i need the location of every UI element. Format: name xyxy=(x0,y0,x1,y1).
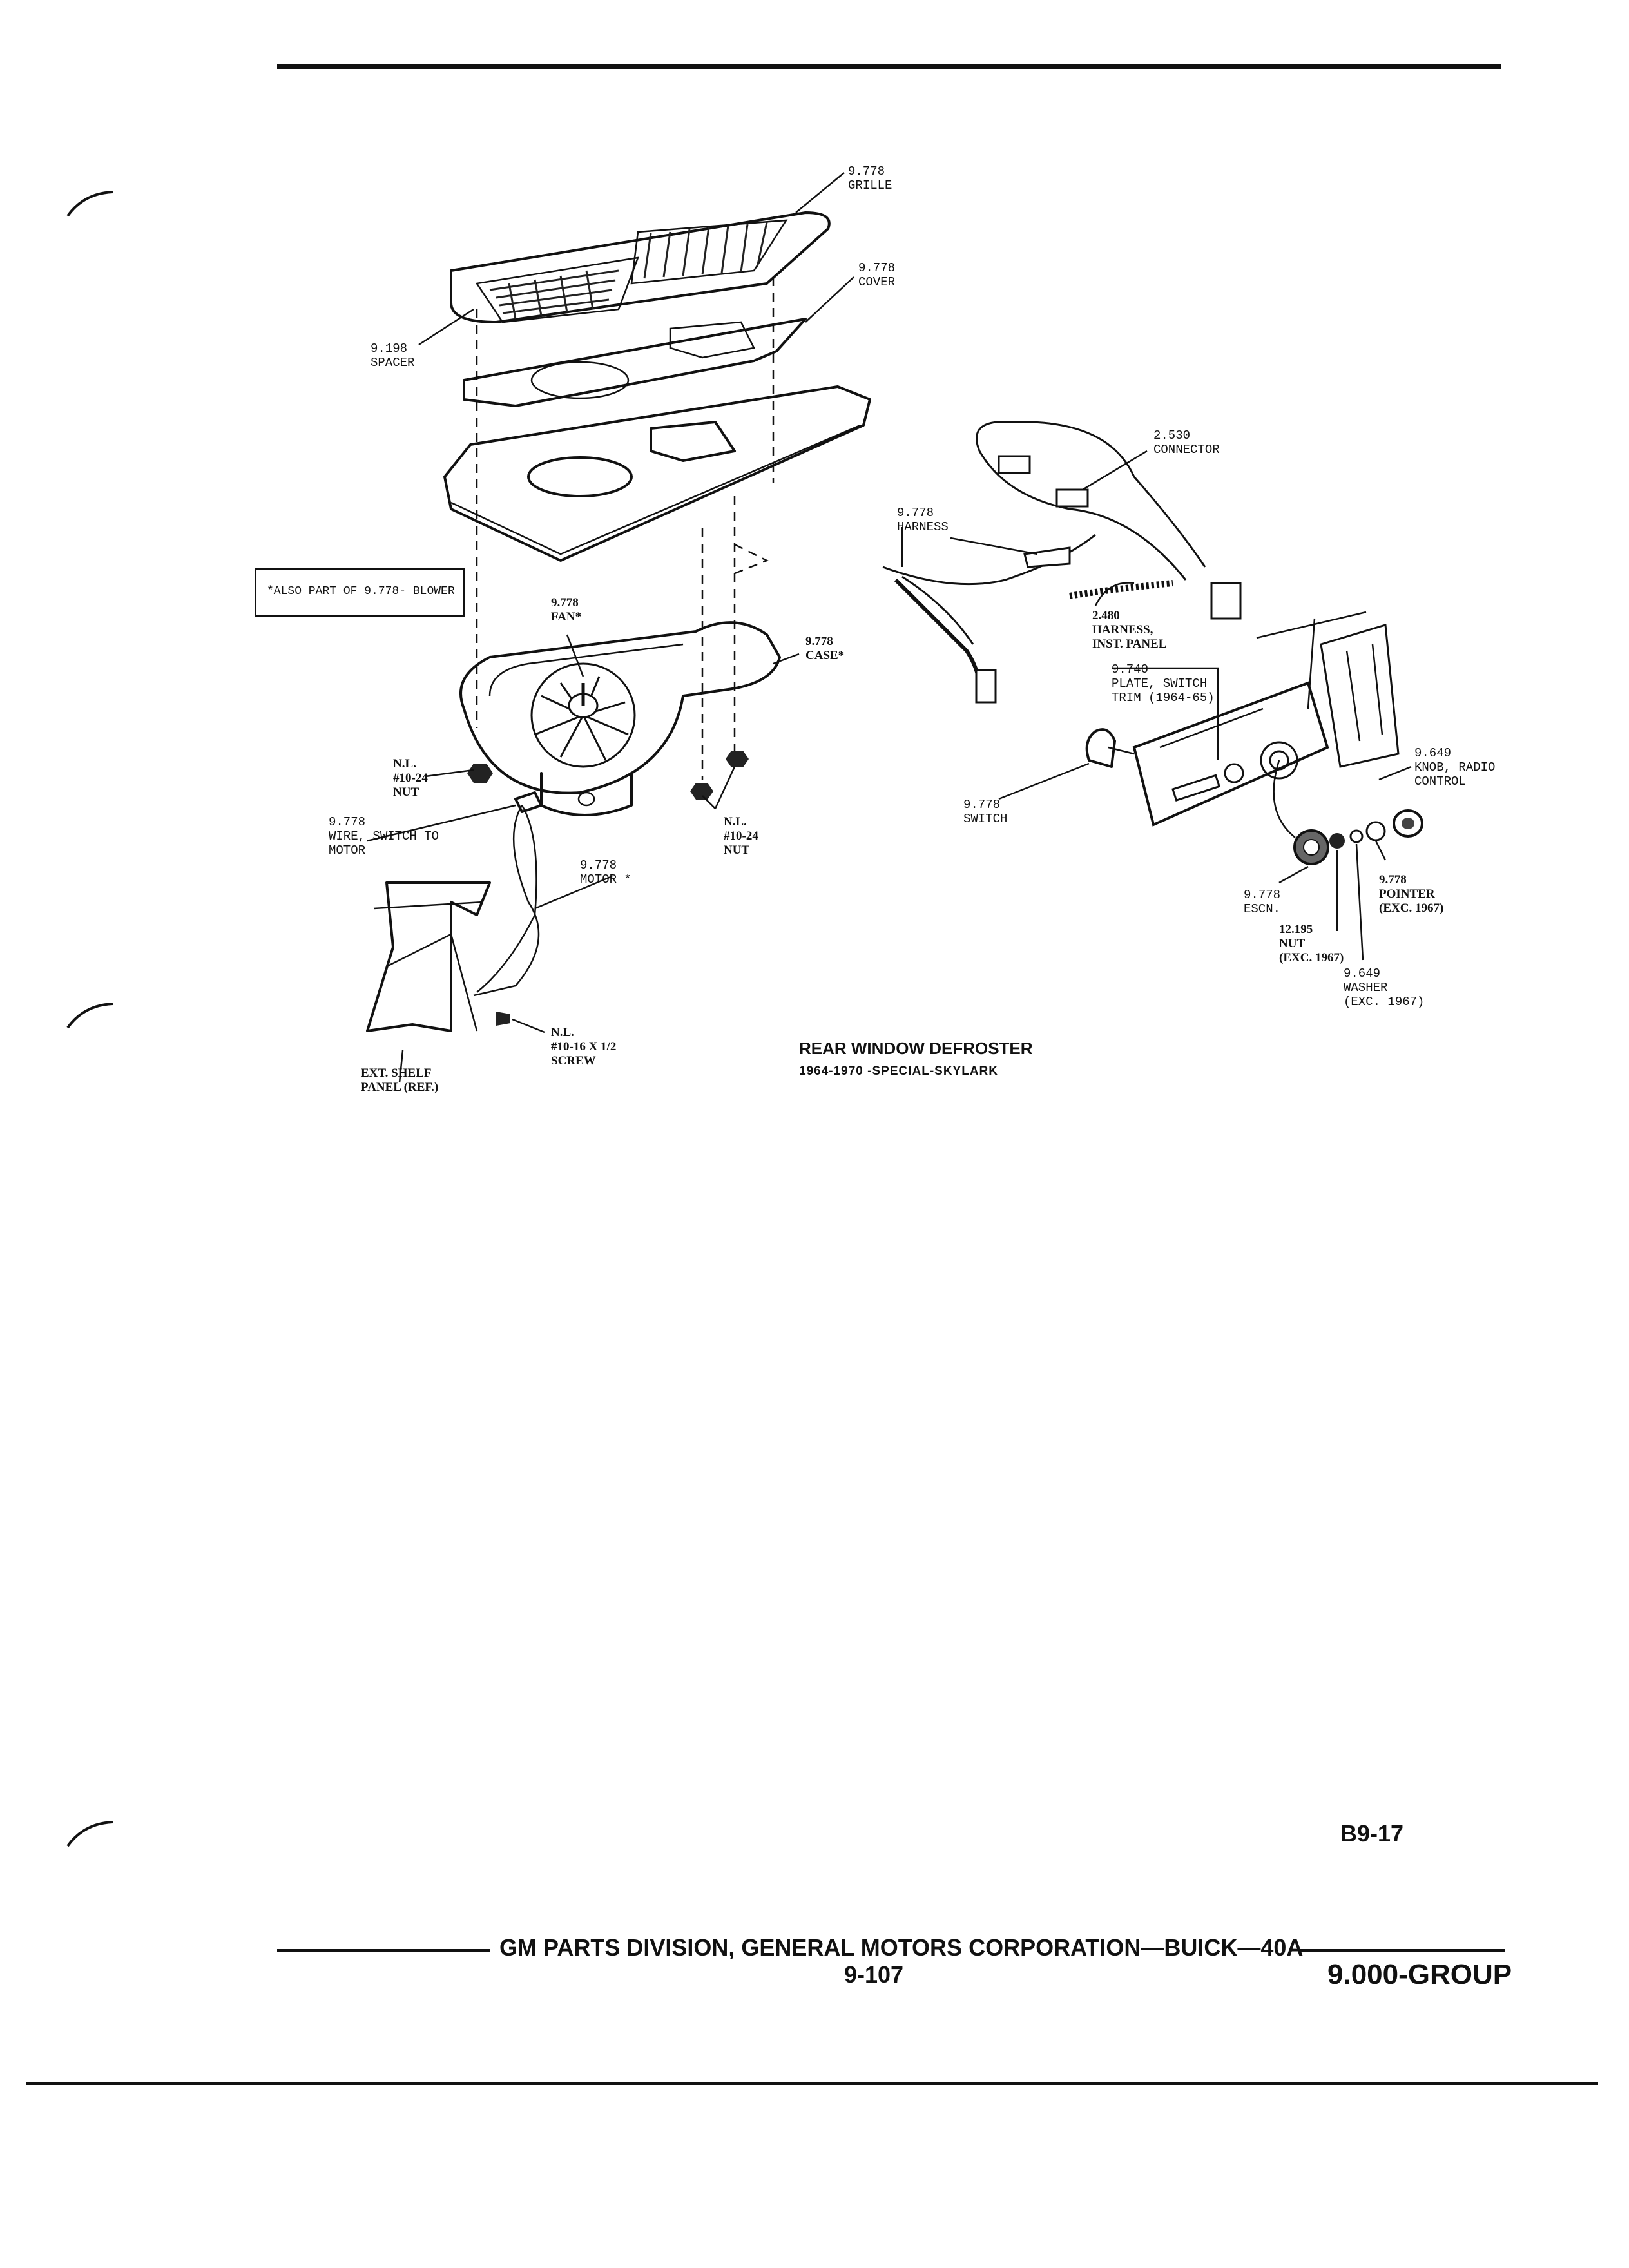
header-rule xyxy=(277,64,1501,69)
diagram-title: REAR WINDOW DEFROSTER xyxy=(799,1039,1033,1058)
switch-label: 9.778 SWITCH xyxy=(963,798,1008,826)
cover-label: 9.778 COVER xyxy=(858,261,896,289)
case-part xyxy=(459,621,781,794)
ext-shelf-panel-part xyxy=(366,881,491,1032)
diagram-subtitle: 1964-1970 -SPECIAL-SKYLARK xyxy=(799,1064,998,1078)
harness-label: 9.778 HARNESS xyxy=(897,506,949,534)
fan-label: 9.778 FAN* xyxy=(551,596,582,624)
binder-mark-icon xyxy=(66,1821,113,1847)
bottom-rule xyxy=(26,2082,1598,2085)
spacer-part xyxy=(443,385,871,562)
switch-plate-label: 9.740 PLATE, SWITCH TRIM (1964-65) xyxy=(1112,662,1215,705)
harness-part xyxy=(882,421,1242,704)
footer-rule-right xyxy=(1298,1949,1505,1952)
motor-label: 9.778 MOTOR * xyxy=(580,858,631,887)
cover-part xyxy=(463,318,807,407)
screw-label: N.L. #10-16 x 1/2 SCREW xyxy=(551,1026,617,1068)
connector-label: 2.530 CONNECTOR xyxy=(1153,428,1220,457)
spacer-label: 9.198 SPACER xyxy=(371,341,415,370)
switch-plate-part xyxy=(1132,611,1400,827)
knob-radio-control-label: 9.649 KNOB, RADIO CONTROL xyxy=(1414,746,1496,789)
washer-label: 9.649 WASHER (EXC. 1967) xyxy=(1344,966,1425,1009)
ext-shelf-panel-label: EXT. SHELF PANEL (REF.) xyxy=(361,1066,439,1094)
escutcheon-label: 9.778 ESCN. xyxy=(1244,888,1281,916)
footer-rule-left xyxy=(277,1949,490,1952)
wire-switch-motor-label: 9.778 WIRE, SWITCH TO MOTOR xyxy=(329,815,439,858)
motor-part xyxy=(514,772,633,816)
nut-12195-label: 12.195 NUT (EXC. 1967) xyxy=(1279,923,1344,965)
nut-left-label: N.L. #10-24 NUT xyxy=(393,757,428,799)
binder-mark-icon xyxy=(66,191,113,217)
screw-icon xyxy=(496,1012,510,1026)
nut-icon xyxy=(690,783,713,800)
nut-icon xyxy=(467,764,493,783)
blower-note-box: *ALSO PART OF 9.778- BLOWER xyxy=(255,568,465,617)
binder-mark-icon xyxy=(66,1003,113,1029)
publisher-line: GM PARTS DIVISION, GENERAL MOTORS CORPOR… xyxy=(499,1934,1304,1961)
nut-icon xyxy=(726,751,749,767)
knob-assembly xyxy=(1273,760,1423,865)
nut-right-label: N.L. #10-24 NUT xyxy=(724,815,758,857)
group-number: 9.000-GROUP xyxy=(1327,1959,1512,1990)
grille-part xyxy=(450,211,831,323)
blower-note-text: *ALSO PART OF 9.778- BLOWER xyxy=(267,585,455,598)
switch-part xyxy=(1085,728,1135,768)
grille-label: 9.778 GRILLE xyxy=(848,164,892,193)
defroster-exploded-diagram xyxy=(366,172,1423,1083)
case-label: 9.778 CASE* xyxy=(805,635,845,662)
page-number: 9-107 xyxy=(844,1961,904,1988)
page-id: B9-17 xyxy=(1340,1820,1404,1847)
harness-inst-panel-label: 2.480 HARNESS, INST. PANEL xyxy=(1092,609,1167,651)
pointer-label: 9.778 POINTER (EXC. 1967) xyxy=(1379,873,1444,915)
fan-part xyxy=(530,662,636,768)
